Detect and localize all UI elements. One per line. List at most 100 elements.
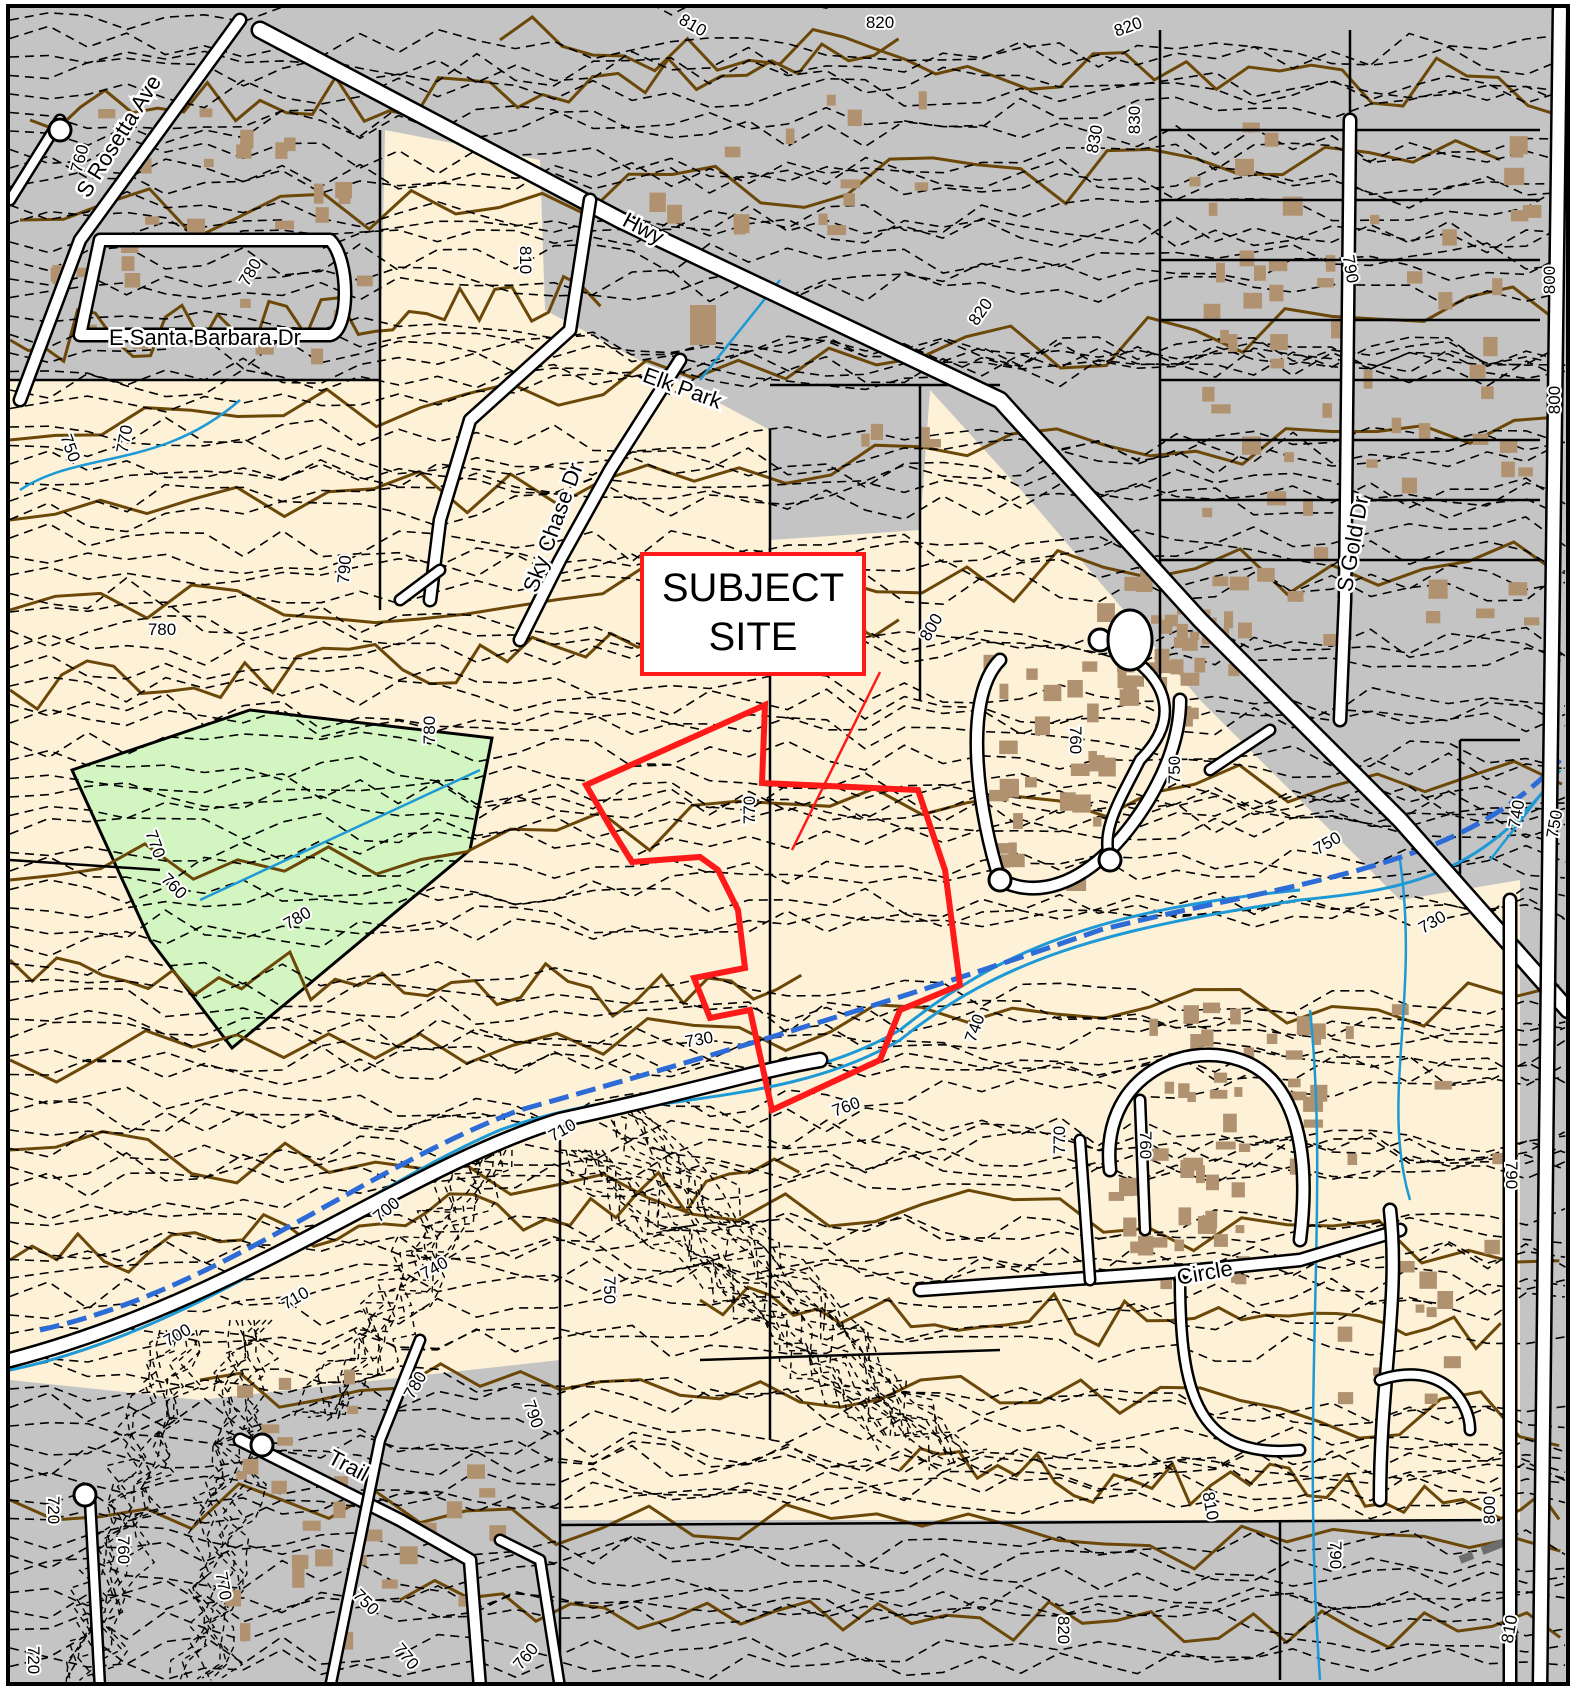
building xyxy=(1524,617,1540,626)
building xyxy=(649,192,666,212)
road[interactable] xyxy=(1136,1096,1149,1234)
building xyxy=(1158,619,1173,634)
building xyxy=(999,740,1018,755)
building xyxy=(1151,615,1162,624)
building xyxy=(1483,336,1498,357)
road[interactable] xyxy=(1176,1276,1304,1456)
ravine-contour xyxy=(601,1149,926,1437)
building xyxy=(199,108,213,118)
cul-de-sac xyxy=(72,1482,98,1508)
building xyxy=(1072,794,1091,813)
building xyxy=(1426,1307,1437,1318)
building xyxy=(1025,777,1037,788)
building xyxy=(467,1464,485,1479)
building xyxy=(1043,684,1062,702)
building xyxy=(1008,853,1025,868)
building xyxy=(1331,319,1341,339)
road[interactable] xyxy=(15,15,245,405)
building xyxy=(1180,672,1200,686)
road[interactable] xyxy=(1335,115,1355,725)
intermediate-contour xyxy=(9,851,1566,887)
road[interactable] xyxy=(86,1496,104,1688)
road[interactable] xyxy=(425,195,595,605)
road[interactable] xyxy=(8,1054,826,1366)
building xyxy=(1484,1239,1500,1255)
building xyxy=(785,128,795,144)
contour-label: 780 xyxy=(148,620,176,639)
contour-label: 790 xyxy=(334,555,355,585)
intermediate-contour xyxy=(9,844,1566,919)
road[interactable] xyxy=(1104,1050,1309,1245)
subject-site-callout[interactable]: SUBJECT SITE xyxy=(640,552,866,676)
road[interactable] xyxy=(326,1336,424,1688)
building xyxy=(1196,1165,1205,1184)
building xyxy=(1216,262,1225,283)
road[interactable] xyxy=(75,235,350,340)
callout-box xyxy=(640,552,866,676)
roads[interactable] xyxy=(8,6,1568,1688)
road[interactable] xyxy=(235,1435,485,1688)
building xyxy=(1510,210,1529,222)
ravine-contour xyxy=(583,1149,907,1439)
ravine-contour xyxy=(589,1149,911,1441)
building xyxy=(1243,292,1263,309)
building xyxy=(1117,672,1127,687)
building xyxy=(121,244,139,253)
ravine-contour xyxy=(179,1319,250,1680)
building xyxy=(1135,579,1153,592)
building xyxy=(1481,386,1494,400)
road[interactable] xyxy=(1076,1136,1094,1284)
road[interactable] xyxy=(1375,1205,1398,1505)
building xyxy=(1425,611,1441,624)
intermediate-contour xyxy=(9,1391,1566,1462)
building xyxy=(1178,1207,1192,1226)
building xyxy=(1224,611,1234,629)
road[interactable] xyxy=(915,1225,1405,1295)
building xyxy=(313,183,324,204)
subject-site-outline[interactable] xyxy=(581,700,964,1115)
intermediate-contour xyxy=(9,894,1566,957)
building xyxy=(1230,1008,1241,1025)
building xyxy=(335,182,352,199)
building xyxy=(1407,271,1423,284)
building xyxy=(363,1529,383,1542)
building xyxy=(1013,813,1023,829)
intermediate-contour xyxy=(9,1557,1566,1596)
index-contour xyxy=(9,1482,1561,1571)
ravine-contour xyxy=(76,1329,179,1681)
cul-de-sac xyxy=(47,117,73,143)
intermediate-contour xyxy=(9,1529,1566,1570)
ravine-contour xyxy=(65,1329,175,1682)
road[interactable] xyxy=(496,1536,564,1688)
building xyxy=(225,1589,242,1607)
contour-label: 780 xyxy=(420,716,439,744)
road[interactable] xyxy=(1376,1370,1474,1434)
building xyxy=(1211,404,1231,414)
building xyxy=(1394,1261,1415,1273)
building xyxy=(1213,1234,1228,1247)
building xyxy=(1235,1274,1247,1285)
road[interactable] xyxy=(253,23,1568,1017)
road[interactable] xyxy=(396,566,444,604)
road[interactable] xyxy=(1103,646,1169,864)
building xyxy=(1213,1072,1228,1083)
building xyxy=(1492,1153,1506,1165)
road[interactable] xyxy=(515,355,685,645)
building xyxy=(1492,278,1503,296)
building xyxy=(1108,1192,1125,1201)
building xyxy=(827,225,847,236)
road[interactable] xyxy=(1534,6,1566,1688)
road[interactable] xyxy=(971,655,1185,893)
building xyxy=(1138,1235,1154,1256)
road[interactable] xyxy=(1206,726,1274,774)
callout-line-1: SUBJECT xyxy=(662,566,844,610)
ravine-contour xyxy=(641,1109,974,1470)
ravine-contour xyxy=(623,1109,957,1469)
building xyxy=(302,1520,321,1531)
building xyxy=(1434,1080,1452,1090)
building xyxy=(347,1405,359,1415)
building xyxy=(997,843,1010,854)
intermediate-contour xyxy=(9,654,1566,717)
building xyxy=(1189,176,1201,187)
